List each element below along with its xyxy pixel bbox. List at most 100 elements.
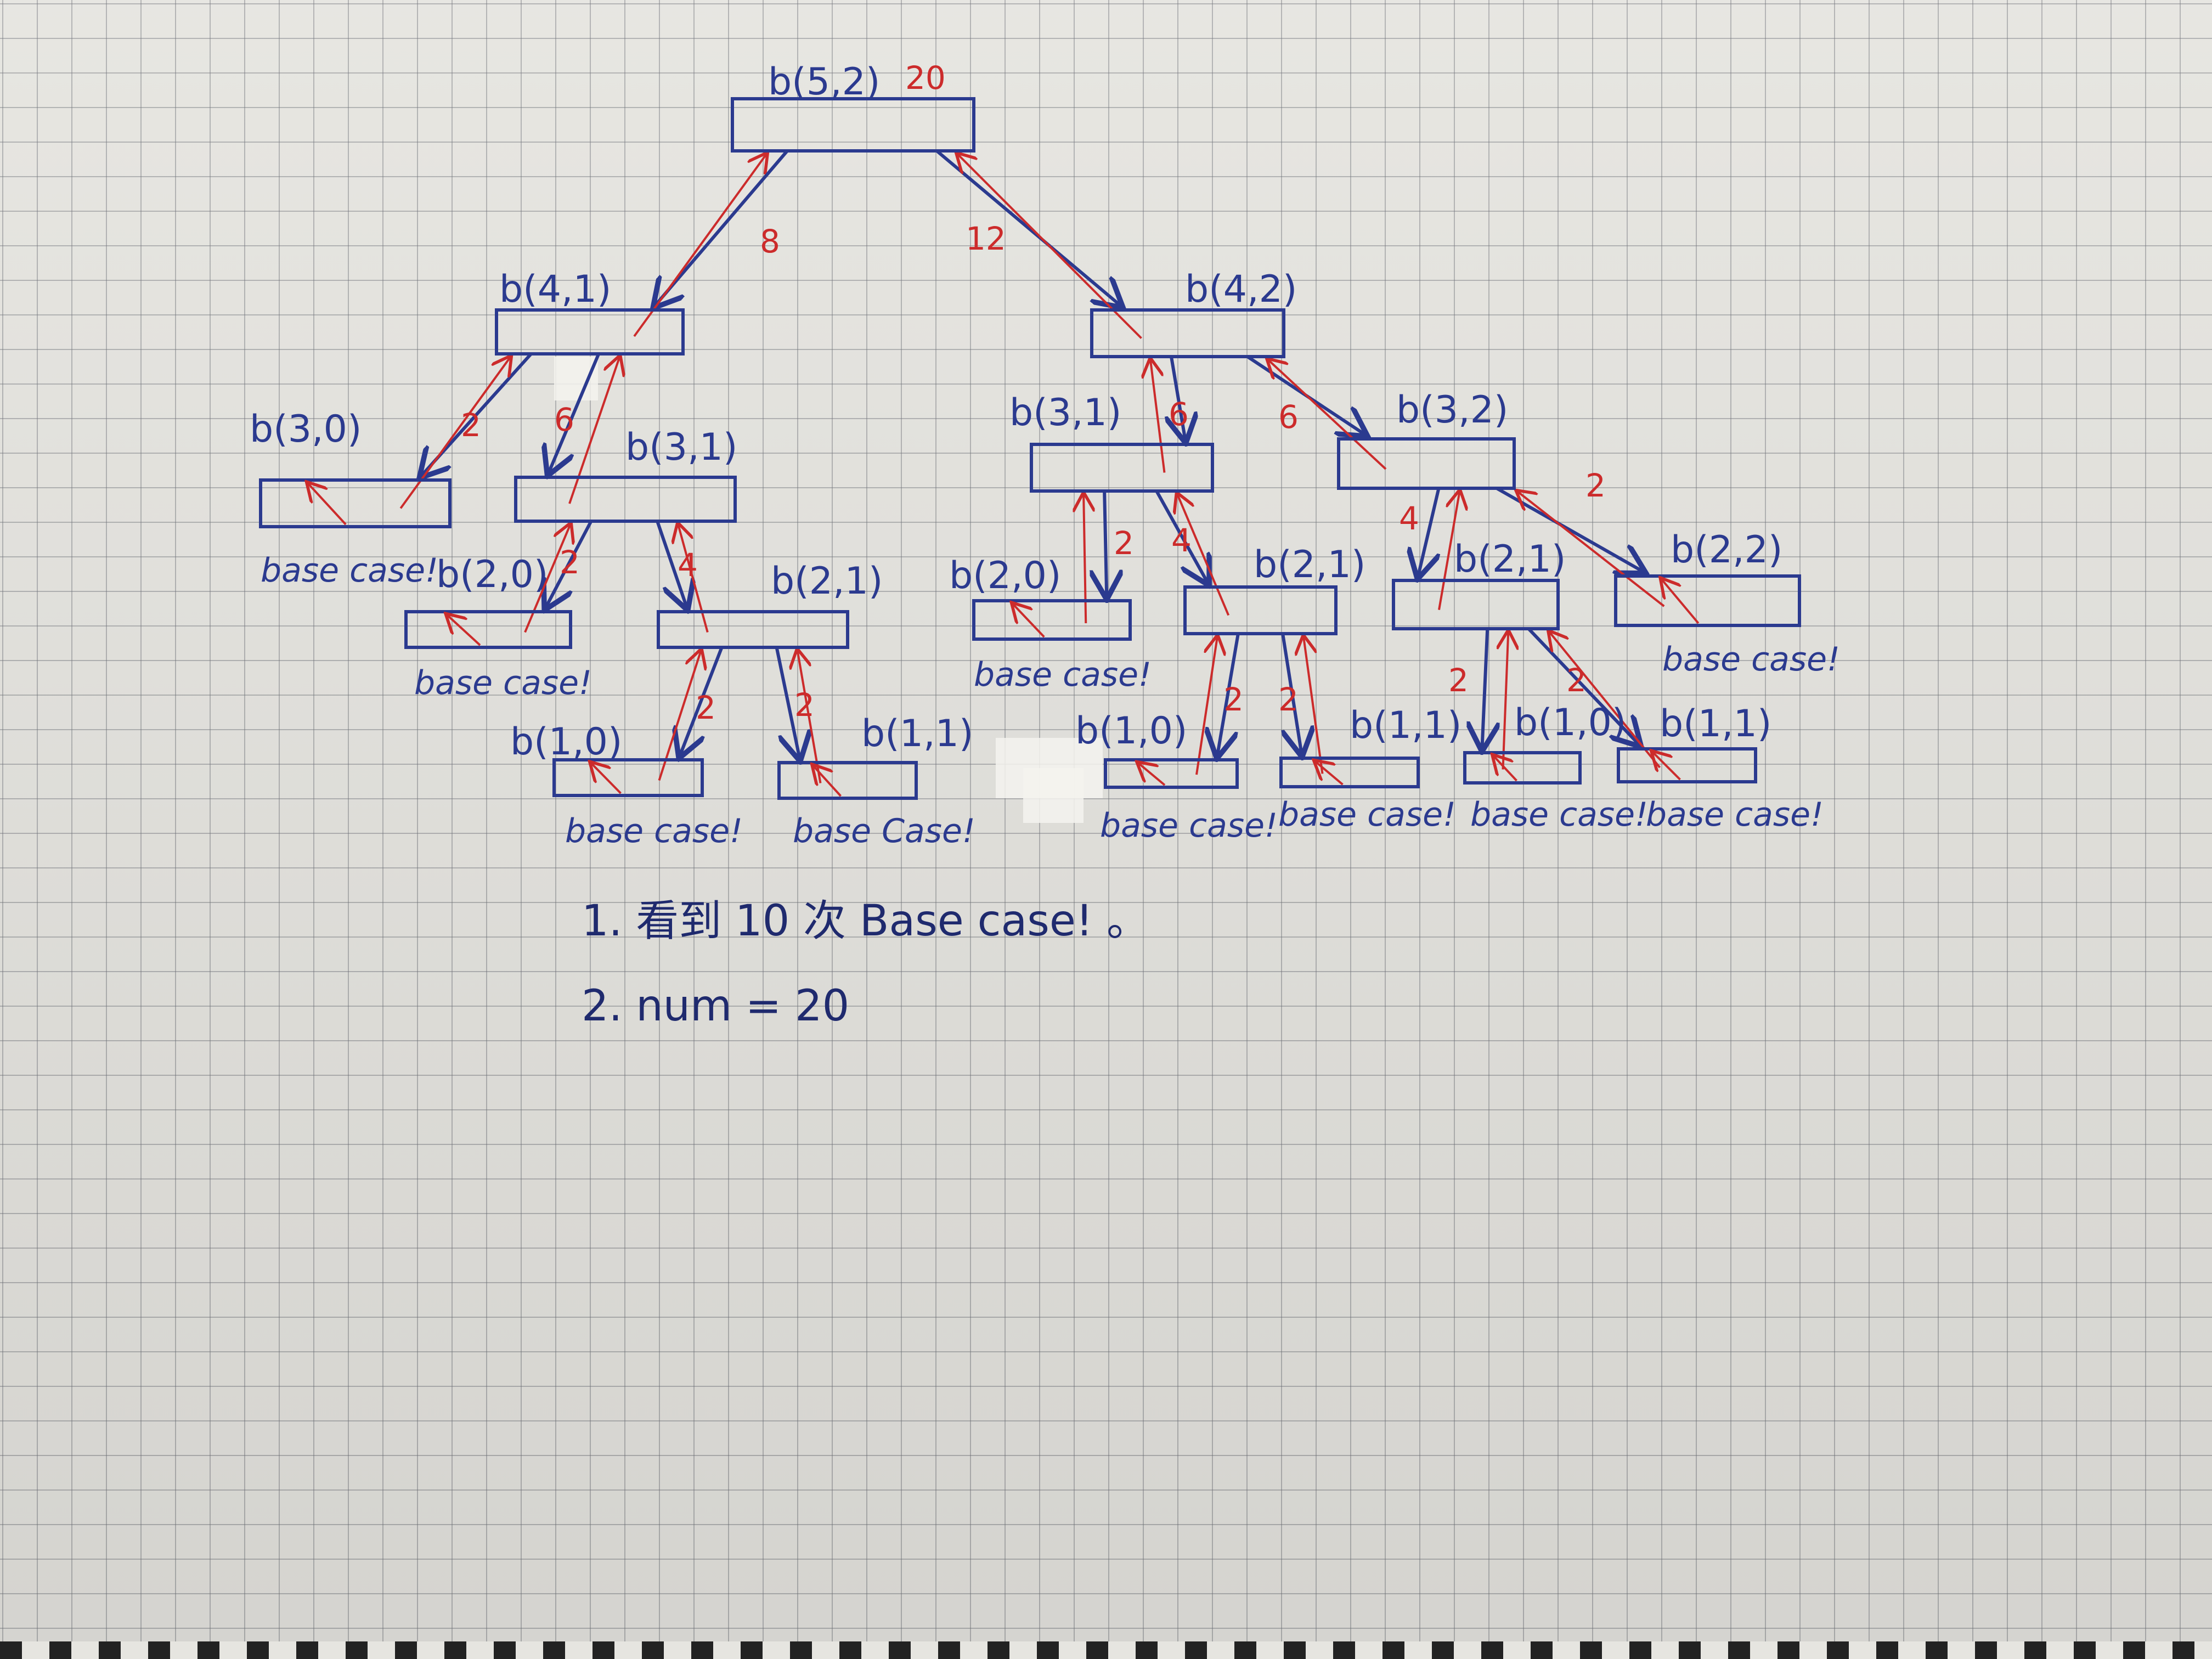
summary-note-1: 1. 看到 10 次 Base case! 。	[582, 896, 1149, 946]
node-label: b(1,0)	[1075, 709, 1187, 753]
leaf-return-arrow	[1013, 604, 1045, 638]
return-arrow	[399, 357, 510, 509]
summary-note-2: 2. num = 20	[582, 981, 849, 1031]
base-case-note: base case!	[1278, 795, 1456, 834]
node-b30: b(3,0) base case!	[250, 408, 452, 590]
return-arrow	[958, 154, 1142, 339]
node-label: b(1,1)	[861, 712, 973, 755]
node-box	[972, 599, 1132, 641]
node-b21a: b(2,1)	[657, 560, 883, 649]
call-arrow	[775, 647, 800, 758]
node-b11b: b(1,1)base case!	[1278, 704, 1462, 834]
base-case-note: base case!	[974, 656, 1152, 694]
leaf-return-arrow	[1138, 763, 1166, 786]
call-arrow	[546, 520, 593, 607]
return-value-label: 2	[1566, 662, 1587, 699]
return-arrow	[1195, 637, 1217, 775]
node-b10a: b(1,0) base case!	[510, 720, 743, 850]
node-box	[1090, 308, 1285, 358]
return-value-label: 2	[696, 689, 716, 726]
return-value-label: 2	[461, 407, 481, 444]
base-case-note: base case!	[1100, 806, 1278, 845]
return-value-label: 2	[794, 686, 815, 724]
call-arrow	[1217, 633, 1240, 755]
node-box	[404, 610, 572, 649]
node-b11c: b(1,1) base case!	[1617, 702, 1824, 834]
node-label: b(4,2)	[1185, 268, 1297, 311]
node-b10b: b(1,0) base case!	[1075, 709, 1278, 845]
return-arrow	[1177, 494, 1230, 616]
return-arrow	[568, 357, 619, 504]
node-label: b(5,2)	[768, 60, 880, 104]
node-box	[1392, 579, 1560, 630]
leaf-return-arrow	[1653, 752, 1681, 781]
base-case-note: base case!	[261, 551, 438, 590]
call-arrow	[1104, 490, 1107, 596]
node-b41: b(4,1)	[495, 268, 685, 356]
call-arrow	[1171, 356, 1186, 440]
return-value-label: 2	[1585, 467, 1606, 504]
node-b31a: b(3,1)	[514, 426, 737, 523]
node-b21c: b(2,1)	[1392, 538, 1566, 630]
return-arrow	[1150, 360, 1166, 473]
return-value-label: 6	[554, 401, 574, 438]
node-box	[1104, 758, 1239, 789]
base-case-note: base case!	[1662, 640, 1840, 679]
node-b21b: b(2,1)	[1183, 543, 1365, 635]
leaf-return-arrow	[447, 615, 481, 646]
node-label: b(4,1)	[499, 268, 611, 311]
node-box	[1463, 751, 1582, 785]
notes-layer: 1. 看到 10 次 Base case! 。 2. num = 20	[582, 896, 1149, 1031]
return-arrow	[1503, 632, 1509, 770]
leaf-return-arrow	[591, 763, 622, 794]
tape-patch	[1023, 768, 1084, 823]
base-case-note: base case!	[1470, 795, 1648, 834]
return-value-label: 8	[760, 223, 780, 260]
leaf-return-arrow	[308, 483, 347, 526]
return-value-label: 4	[1171, 522, 1192, 559]
node-label: b(3,2)	[1396, 388, 1508, 432]
return-arrow	[1549, 632, 1661, 769]
node-b10c: b(1,0)base case!	[1463, 701, 1648, 834]
return-value-label: 2	[1448, 662, 1469, 699]
return-arrow	[678, 524, 709, 633]
return-value-label: 4	[1399, 500, 1419, 537]
node-label: b(3,1)	[1009, 391, 1121, 435]
return-arrow	[1084, 494, 1086, 624]
node-label: b(2,0)	[949, 554, 1061, 597]
return-value-label: 2	[1114, 524, 1134, 562]
call-arrow	[680, 646, 724, 755]
node-label: b(2,1)	[1454, 538, 1566, 581]
return-value-label: 2	[560, 544, 580, 581]
node-box	[1614, 574, 1801, 627]
base-case-note: base Case!	[793, 812, 975, 850]
leaf-return-arrow	[1494, 756, 1517, 782]
return-value-label: 12	[966, 220, 1006, 257]
node-box	[259, 478, 452, 528]
return-arrow	[1304, 637, 1324, 774]
node-label: b(3,0)	[250, 408, 362, 451]
return-value-label: 6	[1169, 396, 1189, 433]
leaf-return-arrow	[1316, 761, 1344, 786]
call-arrow	[1418, 488, 1441, 576]
base-case-note: base case!	[565, 812, 743, 850]
call-arrow	[1482, 628, 1488, 748]
base-case-note: base case!	[1646, 795, 1824, 834]
tape-pieces	[554, 357, 1103, 823]
node-box	[1617, 747, 1757, 783]
tape-patch	[554, 357, 598, 400]
leaf-return-arrow	[1662, 579, 1700, 624]
node-label: b(3,1)	[625, 426, 737, 469]
node-b11a: b(1,1) base Case!	[777, 712, 975, 850]
node-label: b(2,1)	[771, 560, 883, 603]
leaf-return-arrow	[814, 766, 842, 797]
node-box	[495, 308, 685, 356]
return-arrow	[1517, 492, 1665, 607]
node-label: b(1,1)	[1660, 702, 1771, 746]
call-arrow	[1155, 490, 1207, 583]
node-label: b(1,0)	[510, 720, 622, 764]
nodes-layer: b(5,2)20b(4,1)b(4,2)b(3,0)base case!b(3,…	[250, 59, 1840, 850]
return-arrow	[1268, 360, 1387, 470]
